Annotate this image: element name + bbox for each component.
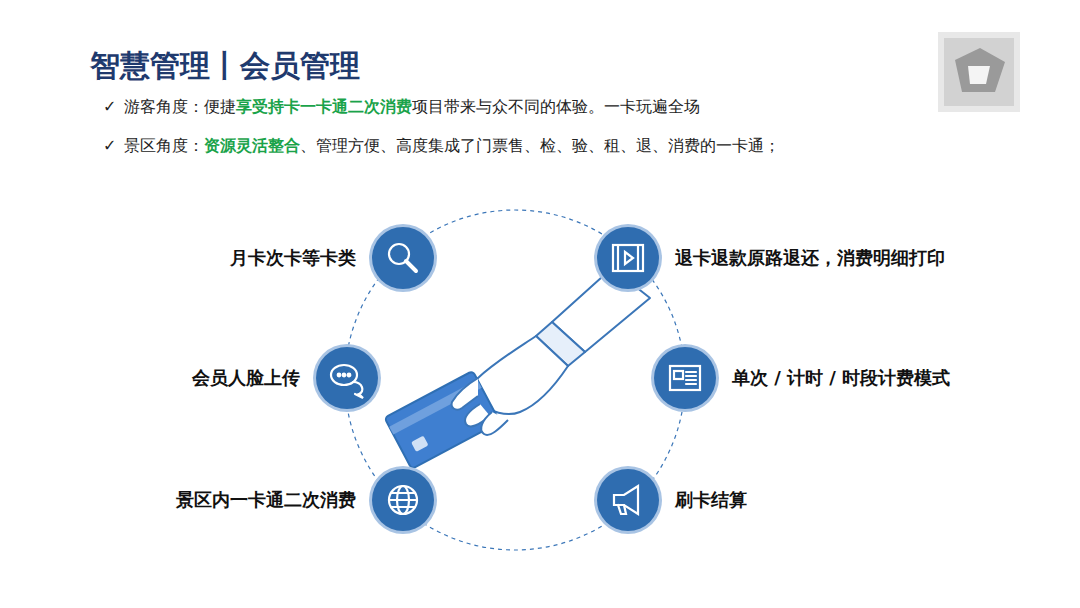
node-label: 刷卡结算 — [675, 488, 747, 512]
hand-card-illustration — [384, 268, 650, 469]
circle-shape — [593, 465, 663, 535]
icon-circle-node: 退卡退款原路退还，消费明细打印 — [593, 223, 663, 293]
bullet-text: 享受持卡一卡通二次消费 — [236, 97, 412, 118]
check-mark: ✓ — [103, 136, 116, 155]
bullet-text: 资源灵活整合 — [204, 136, 300, 157]
icon-circle-node: 会员人脸上传 — [312, 343, 382, 413]
icon-circle-node: 景区内一卡通二次消费 — [368, 465, 438, 535]
bullet-line: ✓ 景区角度：资源灵活整合、管理方便、高度集成了门票售、检、验、租、退、消费的一卡… — [103, 136, 780, 157]
node-label: 月卡次卡等卡类 — [230, 246, 356, 270]
icon-symbol — [389, 244, 416, 271]
icon-circle-node: 月卡次卡等卡类 — [368, 223, 438, 293]
node-label: 退卡退款原路退还，消费明细打印 — [675, 246, 945, 270]
node-label: 景区内一卡通二次消费 — [176, 488, 356, 512]
bullet-text: 、管理方便、高度集成了门票售、检、验、租、退、消费的一卡通； — [300, 136, 780, 157]
bullet-line: ✓ 游客角度：便捷享受持卡一卡通二次消费项目带来与众不同的体验。一卡玩遍全场 — [103, 97, 700, 118]
bullet-text: 项目带来与众不同的体验。一卡玩遍全场 — [412, 97, 700, 118]
icon-symbol — [613, 245, 643, 271]
icon-circle-node: 刷卡结算 — [593, 465, 663, 535]
check-mark: ✓ — [103, 97, 116, 116]
bullet-text: 游客角度：便捷 — [124, 97, 236, 118]
node-label: 会员人脸上传 — [192, 366, 300, 390]
page-title: 智慧管理丨会员管理 — [90, 46, 360, 87]
icon-circle-node: 单次 / 计时 / 时段计费模式 — [650, 343, 720, 413]
node-label: 单次 / 计时 / 时段计费模式 — [732, 366, 950, 390]
icon-symbol — [331, 365, 363, 398]
dashed-ring — [345, 210, 685, 550]
circle-shape — [368, 223, 438, 293]
icon-symbol — [670, 366, 700, 390]
logo — [938, 32, 1020, 112]
circle-shape — [593, 223, 663, 293]
circle-shape — [312, 343, 382, 413]
circle-shape — [368, 465, 438, 535]
icon-symbol — [614, 486, 638, 514]
circle-shape — [650, 343, 720, 413]
bullet-text: 景区角度： — [124, 136, 204, 157]
icon-symbol — [389, 486, 417, 514]
